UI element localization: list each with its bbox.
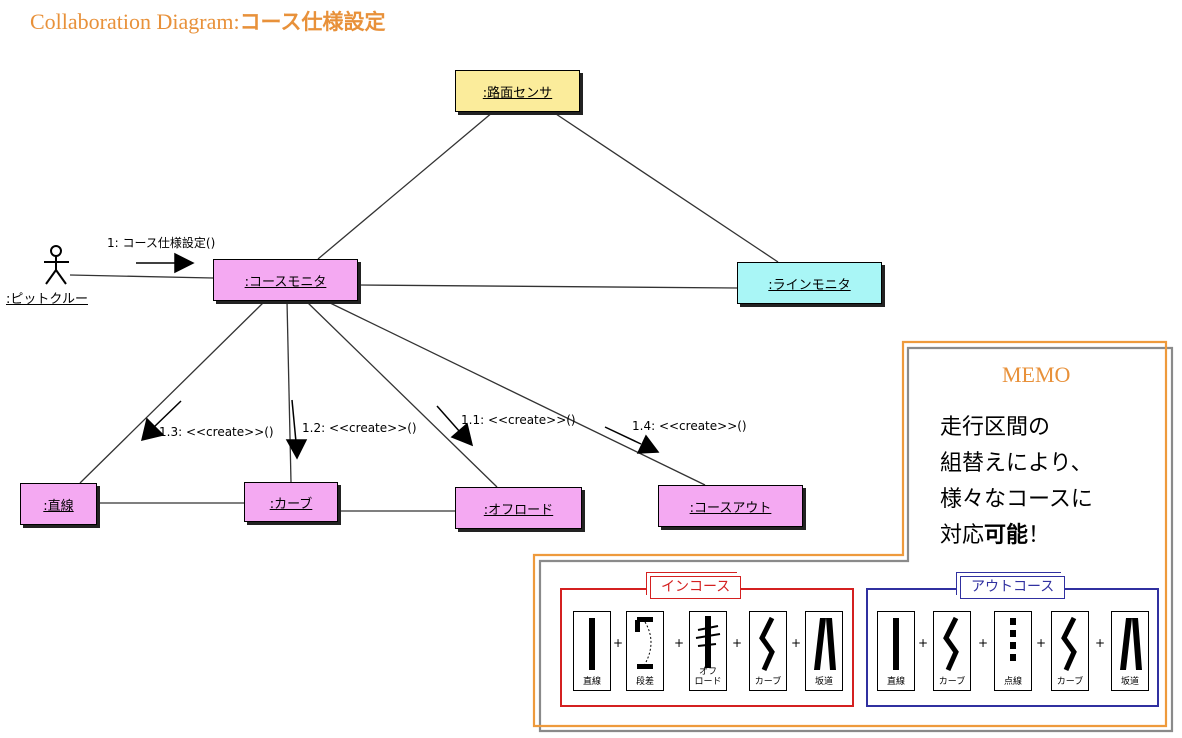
plus-sign: + bbox=[1036, 636, 1047, 650]
tile-curve: カーブ bbox=[933, 611, 971, 691]
memo-title: MEMO bbox=[1002, 362, 1071, 387]
message-1-3: 1.3: <<create>>() bbox=[159, 425, 274, 439]
tile-straight: 直線 bbox=[877, 611, 915, 691]
object-offroad[interactable]: :オフロード bbox=[455, 487, 582, 529]
straight-track-icon bbox=[589, 618, 595, 670]
out-course-label: アウトコース bbox=[960, 576, 1066, 599]
actor-icon bbox=[44, 245, 69, 285]
tile-offroad: オフ ロード bbox=[689, 611, 727, 691]
slope-track-icon bbox=[814, 618, 836, 670]
tile-bump: 段差 bbox=[626, 611, 664, 691]
arrow-msg1 bbox=[174, 252, 195, 274]
object-curve[interactable]: :カーブ bbox=[244, 482, 338, 522]
tile-straight: 直線 bbox=[573, 611, 611, 691]
message-1-1: 1.1: <<create>>() bbox=[461, 413, 576, 427]
plus-sign: + bbox=[613, 636, 624, 650]
in-course-label: インコース bbox=[650, 576, 742, 599]
link-coursemonitor-linemonitor bbox=[357, 284, 738, 289]
curve-track-icon bbox=[1061, 616, 1077, 672]
link-sensor-linemonitor bbox=[552, 111, 779, 263]
message-1: 1: コース仕様設定() bbox=[107, 236, 216, 250]
link-actor-coursemonitor bbox=[69, 274, 214, 279]
link-coursemonitor-curve bbox=[286, 300, 292, 483]
tile-dotted: 点線 bbox=[994, 611, 1032, 691]
plus-sign: + bbox=[732, 636, 743, 650]
object-straight[interactable]: :直線 bbox=[20, 483, 97, 525]
object-course-monitor[interactable]: :コースモニタ bbox=[213, 259, 358, 301]
tile-slope: 坂道 bbox=[805, 611, 843, 691]
message-1-4: 1.4: <<create>>() bbox=[632, 419, 747, 433]
object-course-out[interactable]: :コースアウト bbox=[658, 485, 803, 527]
curve-track-icon bbox=[943, 616, 959, 672]
title-prefix: Collaboration Diagram: bbox=[30, 9, 240, 34]
dotted-track-icon bbox=[1010, 618, 1016, 661]
arrow-msg13 bbox=[140, 417, 165, 442]
memo-line: 走行区間の bbox=[940, 415, 1051, 440]
title-main: コース仕様設定 bbox=[239, 10, 386, 34]
tile-curve: カーブ bbox=[749, 611, 787, 691]
curve-track-icon bbox=[759, 616, 775, 672]
memo-line: 対応可能！ bbox=[940, 523, 1051, 548]
tile-slope: 坂道 bbox=[1111, 611, 1149, 691]
message-1-2: 1.2: <<create>>() bbox=[302, 421, 417, 435]
plus-sign: + bbox=[918, 636, 929, 650]
diagram-title: Collaboration Diagram:コース仕様設定 bbox=[30, 6, 386, 36]
actor-label[interactable]: :ピットクルー bbox=[6, 292, 88, 307]
slope-track-icon bbox=[1120, 618, 1142, 670]
object-road-sensor[interactable]: :路面センサ bbox=[455, 70, 580, 112]
memo-line: 様々なコースに bbox=[940, 487, 1093, 512]
plus-sign: + bbox=[978, 636, 989, 650]
arrow-msg12 bbox=[285, 439, 308, 460]
plus-sign: + bbox=[674, 636, 685, 650]
link-coursemonitor-straight bbox=[79, 300, 266, 484]
arrow-msg14 bbox=[636, 434, 660, 454]
offroad-track-icon bbox=[695, 616, 721, 668]
bump-track-icon bbox=[635, 617, 653, 669]
plus-sign: + bbox=[791, 636, 802, 650]
straight-track-icon bbox=[893, 618, 899, 670]
tile-curve: カーブ bbox=[1051, 611, 1089, 691]
link-coursemonitor-courseout bbox=[325, 300, 706, 486]
memo-text: 走行区間の 組替えにより、 様々なコースに 対応可能！ bbox=[940, 410, 1093, 554]
link-sensor-coursemonitor bbox=[317, 111, 494, 260]
memo-line: 組替えにより、 bbox=[940, 451, 1093, 476]
link-coursemonitor-offroad bbox=[305, 300, 498, 488]
object-line-monitor[interactable]: :ラインモニタ bbox=[737, 262, 882, 304]
plus-sign: + bbox=[1095, 636, 1106, 650]
arrow-msg11 bbox=[450, 422, 474, 447]
